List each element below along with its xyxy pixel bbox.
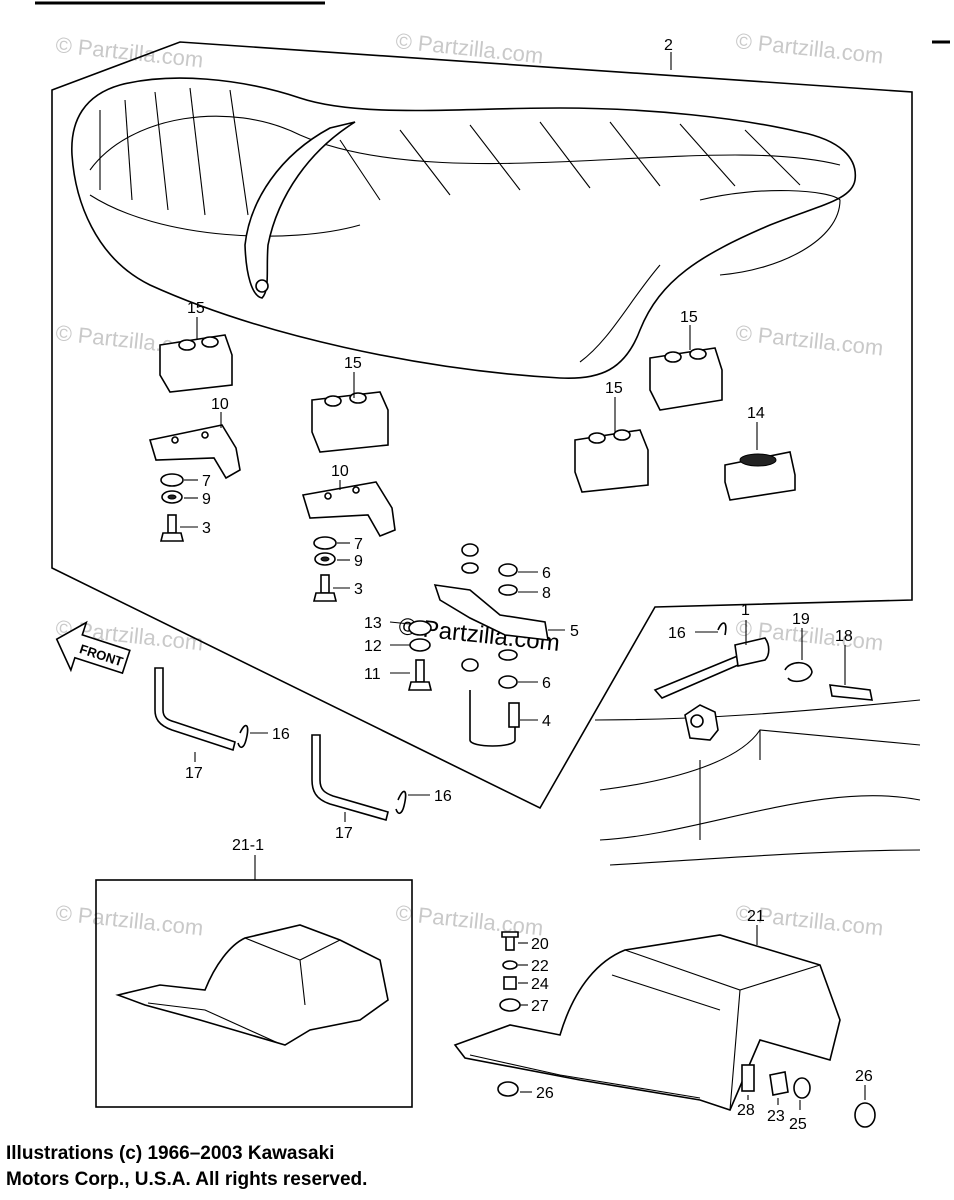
bracket-10-b — [301, 481, 396, 538]
callout-23: 23 — [767, 1108, 785, 1125]
hinge-assembly — [594, 622, 921, 866]
callout-8: 8 — [542, 585, 551, 602]
callout-20: 20 — [531, 936, 549, 953]
seat-body — [71, 77, 857, 380]
callout-12: 12 — [364, 638, 382, 655]
leader-lines — [180, 52, 866, 1110]
callout-19: 19 — [792, 611, 810, 628]
latch-plate-5 — [433, 543, 549, 747]
callout-18: 18 — [835, 628, 853, 645]
callout-16: 16 — [272, 726, 290, 743]
callout-4: 4 — [542, 713, 551, 730]
watermark: © Partzilla.com — [394, 900, 544, 940]
callout-2: 2 — [664, 37, 673, 54]
callout-9: 9 — [354, 553, 363, 570]
callout-6: 6 — [542, 675, 551, 692]
seat-assembly-outline — [51, 41, 913, 810]
callout-7: 7 — [354, 536, 363, 553]
hardware-11-12-13 — [407, 620, 433, 691]
seat-strap — [244, 121, 356, 299]
watermark: © Partzilla.com — [54, 32, 204, 72]
damper-15-c — [649, 347, 723, 411]
rod-17-b — [311, 734, 407, 821]
callout-28: 28 — [737, 1102, 755, 1119]
callout-25: 25 — [789, 1116, 807, 1133]
callout-26: 26 — [855, 1068, 873, 1085]
callout-16: 16 — [668, 625, 686, 642]
callout-17: 17 — [185, 765, 203, 782]
callout-3: 3 — [202, 520, 211, 537]
callout-labels: 2 15 15 15 15 14 10 10 7 9 3 7 9 3 6 8 5… — [185, 37, 873, 1133]
callout-15: 15 — [344, 355, 362, 372]
callout-11: 11 — [364, 666, 381, 683]
rod-17-a — [154, 667, 249, 752]
callout-21: 21 — [747, 908, 765, 925]
callout-22: 22 — [531, 958, 549, 975]
seat-cover-21-1 — [115, 924, 389, 1046]
watermark: © Partzilla.com — [54, 900, 204, 940]
callout-26: 26 — [536, 1085, 554, 1102]
callout-3: 3 — [354, 581, 363, 598]
damper-15-a — [159, 334, 233, 393]
hardware-left — [159, 473, 185, 542]
callout-10: 10 — [211, 396, 229, 413]
callout-15: 15 — [605, 380, 623, 397]
hardware-20-27 — [497, 931, 521, 1097]
copyright-line-2: Motors Corp., U.S.A. All rights reserved… — [6, 1169, 368, 1190]
front-arrow: FRONT — [55, 620, 131, 675]
watermark: © Partzilla.com — [734, 320, 884, 360]
callout-17: 17 — [335, 825, 353, 842]
callout-7: 7 — [202, 473, 211, 490]
callout-10: 10 — [331, 463, 349, 480]
callout-5: 5 — [570, 623, 579, 640]
callout-6: 6 — [542, 565, 551, 582]
callout-13: 13 — [364, 615, 382, 632]
callout-15: 15 — [680, 309, 698, 326]
callout-24: 24 — [531, 976, 549, 993]
hardware-middle — [312, 536, 338, 602]
damper-15-d — [574, 429, 649, 493]
callout-21-1: 21-1 — [232, 837, 264, 854]
callout-14: 14 — [747, 405, 765, 422]
callout-27: 27 — [531, 998, 549, 1015]
bracket-10-a — [148, 424, 241, 480]
callout-15: 15 — [187, 300, 205, 317]
watermark: © Partzilla.com — [734, 28, 884, 68]
damper-14 — [724, 451, 796, 501]
box-21-1 — [95, 879, 413, 1108]
seat — [71, 77, 857, 380]
copyright-notice: Illustrations (c) 1966–2003 Kawasaki Mot… — [6, 1141, 367, 1193]
hardware-23-28 — [741, 1064, 876, 1128]
copyright-line-1: Illustrations (c) 1966–2003 Kawasaki — [6, 1143, 335, 1164]
callout-1: 1 — [741, 602, 750, 619]
callout-9: 9 — [202, 491, 211, 508]
callout-16: 16 — [434, 788, 452, 805]
damper-15-b — [311, 391, 389, 453]
